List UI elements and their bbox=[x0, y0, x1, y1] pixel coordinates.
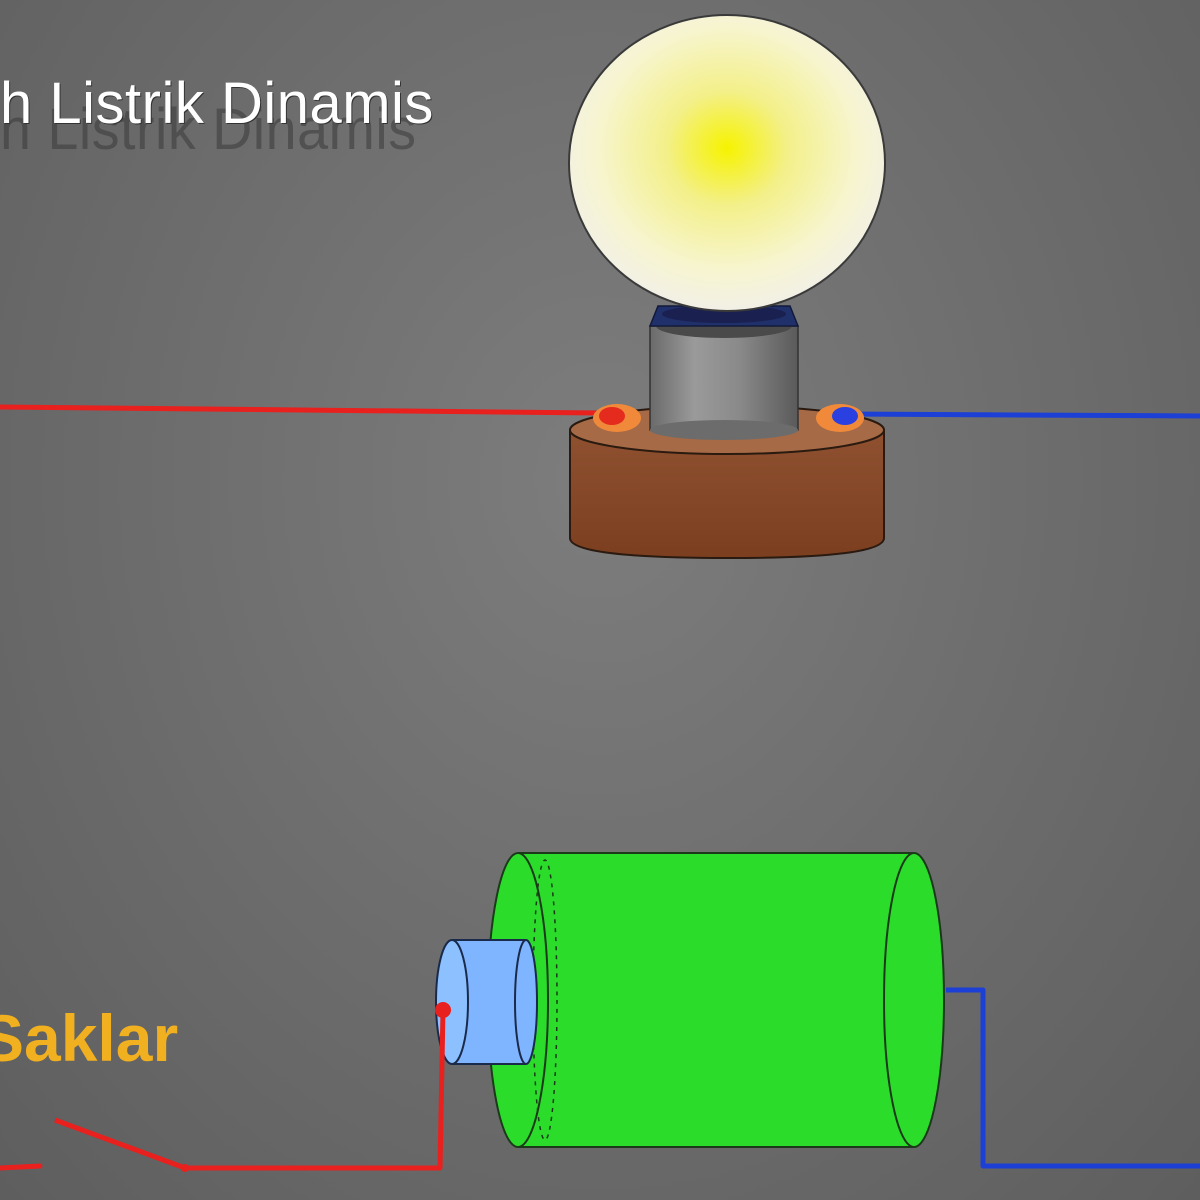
switch-lead bbox=[0, 1163, 43, 1171]
diagram-title: h Listrik Dinamis bbox=[0, 71, 434, 136]
light-bulb-icon bbox=[568, 14, 886, 312]
negative-wire-top bbox=[842, 411, 1200, 419]
lamp-socket bbox=[648, 305, 800, 440]
switch-label: Saklar bbox=[0, 1001, 179, 1075]
battery-icon bbox=[435, 852, 945, 1148]
switch-icon bbox=[181, 1164, 189, 1172]
positive-wire-bottom bbox=[54, 1009, 446, 1171]
title-shadow: h Listrik Dinamis bbox=[0, 97, 417, 162]
positive-wire-top bbox=[0, 404, 603, 416]
negative-wire-bottom bbox=[946, 987, 1200, 1169]
